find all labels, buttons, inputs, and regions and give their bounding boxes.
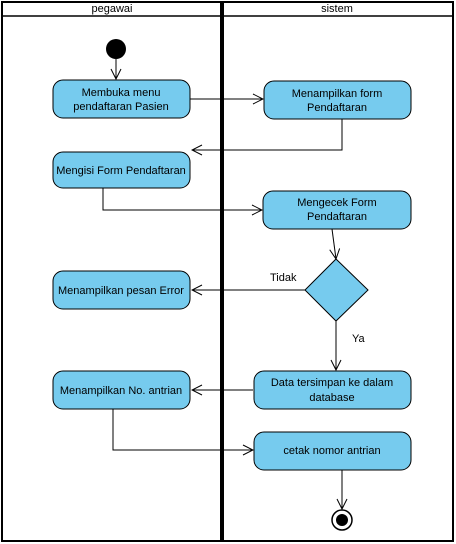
- svg-text:pendaftaran Pasien: pendaftaran Pasien: [73, 101, 168, 113]
- edge-label-tidak: Tidak: [270, 272, 297, 284]
- activity-membuka-menu: Membuka menu pendaftaran Pasien: [52, 79, 191, 119]
- edges: [102, 59, 343, 509]
- activity-mengisi-form: Mengisi Form Pendaftaran: [52, 151, 191, 189]
- svg-text:cetak nomor antrian: cetak nomor antrian: [283, 445, 380, 457]
- initial-node: [106, 39, 126, 59]
- edge-label-ya: Ya: [352, 333, 366, 345]
- svg-text:Pendaftaran: Pendaftaran: [307, 102, 367, 114]
- activity-cetak-nomor: cetak nomor antrian: [253, 431, 412, 471]
- edge-no-antrian-to-cetak: [112, 409, 253, 450]
- svg-text:Pendaftaran: Pendaftaran: [307, 211, 367, 223]
- svg-text:Menampilkan pesan Error: Menampilkan pesan Error: [58, 285, 184, 297]
- activity-no-antrian: Menampilkan No. antrian: [52, 370, 191, 410]
- svg-text:Membuka menu: Membuka menu: [82, 87, 161, 99]
- activity-menampilkan-form: Menampilkan form Pendaftaran: [263, 80, 412, 120]
- activity-pesan-error: Menampilkan pesan Error: [52, 270, 191, 310]
- lane-title-pegawai: pegawai: [92, 3, 133, 15]
- svg-text:Menampilkan form: Menampilkan form: [292, 88, 382, 100]
- final-node: [331, 509, 353, 531]
- activity-data-tersimpan: Data tersimpan ke dalam database: [253, 370, 412, 410]
- edge-mengisi-to-mengecek: [102, 188, 262, 210]
- lane-title-sistem: sistem: [321, 3, 353, 15]
- svg-text:Mengisi Form Pendaftaran: Mengisi Form Pendaftaran: [56, 165, 186, 177]
- activity-mengecek-form: Mengecek Form Pendaftaran: [262, 190, 412, 230]
- svg-text:Data tersimpan ke dalam: Data tersimpan ke dalam: [271, 377, 393, 389]
- decision-node: [304, 258, 369, 322]
- svg-text:database: database: [309, 392, 354, 404]
- edge-mengecek-to-decision: [332, 228, 336, 259]
- svg-text:Mengecek Form: Mengecek Form: [297, 197, 376, 209]
- svg-text:Menampilkan No. antrian: Menampilkan No. antrian: [60, 385, 182, 397]
- edge-menampilkan-form-to-mengisi: [192, 119, 343, 150]
